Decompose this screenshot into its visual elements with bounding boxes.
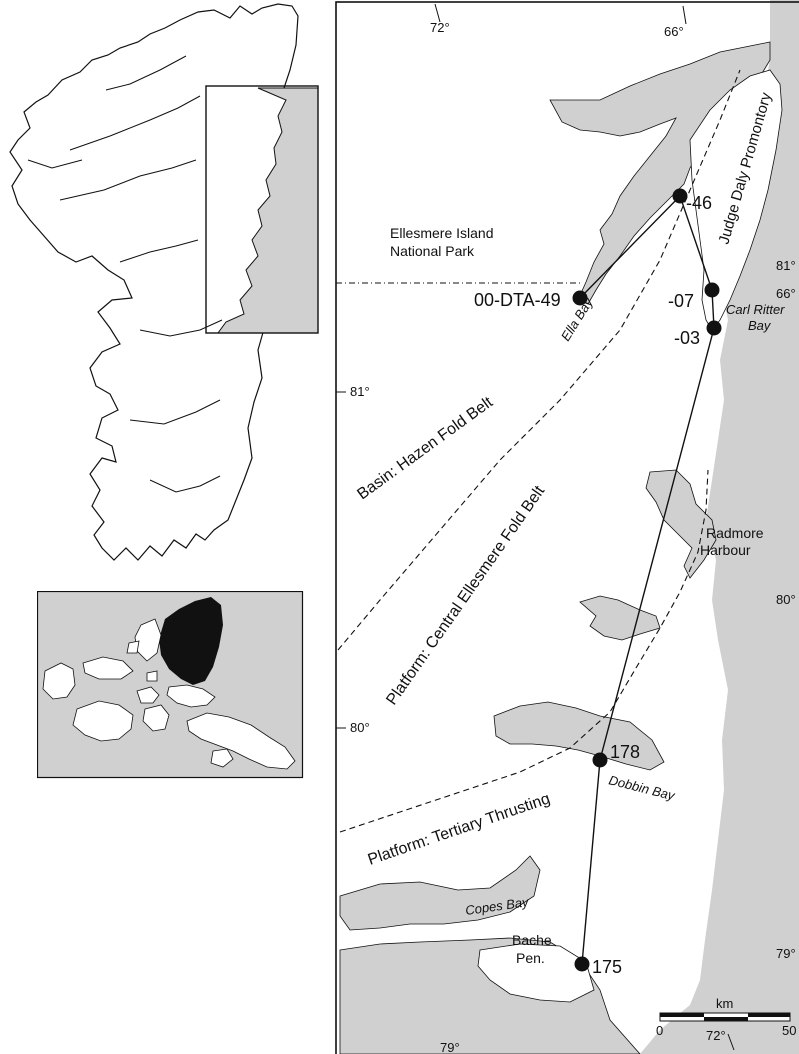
island-overview-map <box>9 3 319 561</box>
island-victoria <box>72 700 134 742</box>
station-dot-07 <box>704 282 720 298</box>
inlet-80 <box>579 595 661 641</box>
station-dot-46 <box>672 188 688 204</box>
scale-bar <box>659 1012 791 1022</box>
ellesmere-highlight <box>159 597 223 685</box>
bache-label-line1: Bache <box>512 932 552 948</box>
fjord-2 <box>59 159 197 201</box>
tertiary-label: Platform: Tertiary Thrusting <box>366 790 553 868</box>
fjord-3 <box>119 239 199 263</box>
station-label-03: -03 <box>674 328 700 348</box>
hazen-belt-label: Basin: Hazen Fold Belt <box>354 393 496 503</box>
fjord-1 <box>69 95 201 151</box>
scale-start-label: 0 <box>656 1023 663 1038</box>
island-prince-of-wales <box>136 686 160 704</box>
degree-label-81-right: 81° <box>776 258 796 273</box>
main-map-frame <box>335 1 799 1054</box>
bache-peninsula-land <box>477 943 595 1003</box>
scale-end-label: 50 <box>782 1023 796 1038</box>
island-somerset <box>142 704 170 732</box>
degree-label-79-right: 79° <box>776 946 796 961</box>
boundary-hazen <box>337 69 741 651</box>
bache-label-line2: Pen. <box>516 950 545 966</box>
scale-unit-label: km <box>716 996 733 1011</box>
copes-bay-water <box>339 855 541 931</box>
island-bathurst <box>126 640 140 654</box>
island-axel-heiberg <box>134 618 162 662</box>
graticule-ticks <box>336 3 735 1051</box>
coastal-water <box>217 87 319 334</box>
park-label-line1: Ellesmere Island <box>390 225 494 241</box>
park-label-line2: National Park <box>390 243 475 259</box>
station-dot-175 <box>574 956 590 972</box>
station-dot-03 <box>706 320 722 336</box>
degree-label-80-right: 80° <box>776 592 796 607</box>
island-southampton <box>210 748 234 768</box>
fjord-6 <box>149 475 221 493</box>
dobbin-bay-water <box>493 701 665 771</box>
fjord-8 <box>27 159 83 169</box>
degree-label-72-top: 72° <box>430 20 450 35</box>
carl-ritter-label-line2: Bay <box>748 318 772 333</box>
fjord-4 <box>139 319 223 337</box>
station-label-07: -07 <box>668 291 694 311</box>
station-label-175: 175 <box>592 957 622 977</box>
study-area-box <box>205 85 319 334</box>
degree-label-80-left: 80° <box>350 720 370 735</box>
central-belt-label: Platform: Central Ellesmere Fold Belt <box>383 482 548 708</box>
nares-strait-water <box>640 0 799 1054</box>
degree-label-66-right: 66° <box>776 286 796 301</box>
island-baffin <box>186 712 296 770</box>
boundary-central <box>339 469 709 833</box>
station-label-46: -46 <box>686 193 712 213</box>
sample-transect <box>579 194 715 965</box>
dobbin-bay-label: Dobbin Bay <box>607 772 677 803</box>
fjord-5 <box>129 399 221 425</box>
station-label-178: 178 <box>610 742 640 762</box>
station-dot-178 <box>592 752 608 768</box>
island-cornwallis <box>146 670 158 682</box>
fjord-7 <box>105 55 187 91</box>
station-dot-49 <box>572 290 588 306</box>
radmore-harbour-water <box>645 469 717 579</box>
degree-label-81-left: 81° <box>350 384 370 399</box>
radmore-label-line2: Harbour <box>700 542 751 558</box>
ellesmere-island-outline <box>9 3 299 561</box>
station-label-49: 00-DTA-49 <box>474 290 561 310</box>
degree-label-72-bottom: 72° <box>706 1028 726 1043</box>
arctic-inset-map <box>37 591 304 779</box>
island-devon <box>166 684 216 708</box>
carl-ritter-label-line1: Carl Ritter <box>726 302 785 317</box>
radmore-label-line1: Radmore <box>706 525 764 541</box>
island-melville <box>82 656 134 680</box>
degree-label-79-bottom: 79° <box>440 1040 460 1054</box>
island-banks <box>42 662 76 700</box>
degree-label-66-top: 66° <box>664 24 684 39</box>
